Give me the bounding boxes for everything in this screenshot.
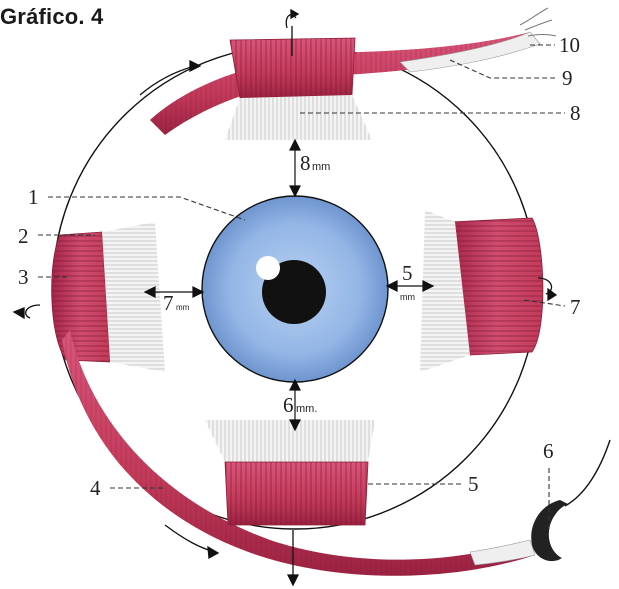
pupil-highlight	[256, 256, 280, 280]
trochlea-curve	[565, 440, 610, 506]
distance-bottom-value: 6	[283, 393, 294, 417]
inferior-rectus-muscle	[205, 420, 375, 525]
trochlea-shape	[531, 500, 568, 561]
distance-right-unit: mm	[400, 292, 415, 302]
distance-right-value: 5	[402, 261, 413, 285]
distance-top-value: 8	[300, 151, 311, 175]
label-1: 1	[28, 185, 39, 209]
label-10: 10	[559, 33, 580, 57]
superior-rectus-muscle	[225, 38, 372, 140]
label-4: 4	[90, 476, 101, 500]
label-9: 9	[562, 66, 573, 90]
label-3: 3	[18, 265, 29, 289]
label-6: 6	[543, 439, 554, 463]
label-2: 2	[18, 224, 29, 248]
distance-bottom-unit: mm.	[296, 403, 317, 415]
label-7: 7	[570, 295, 581, 319]
lateral-rectus-muscle	[420, 210, 543, 372]
label-8: 8	[570, 101, 581, 125]
distance-left-unit: mm	[176, 303, 190, 312]
distance-left-value: 7	[163, 291, 174, 315]
label-5-bottom: 5	[468, 472, 479, 496]
distance-top-unit: mm	[312, 161, 330, 173]
